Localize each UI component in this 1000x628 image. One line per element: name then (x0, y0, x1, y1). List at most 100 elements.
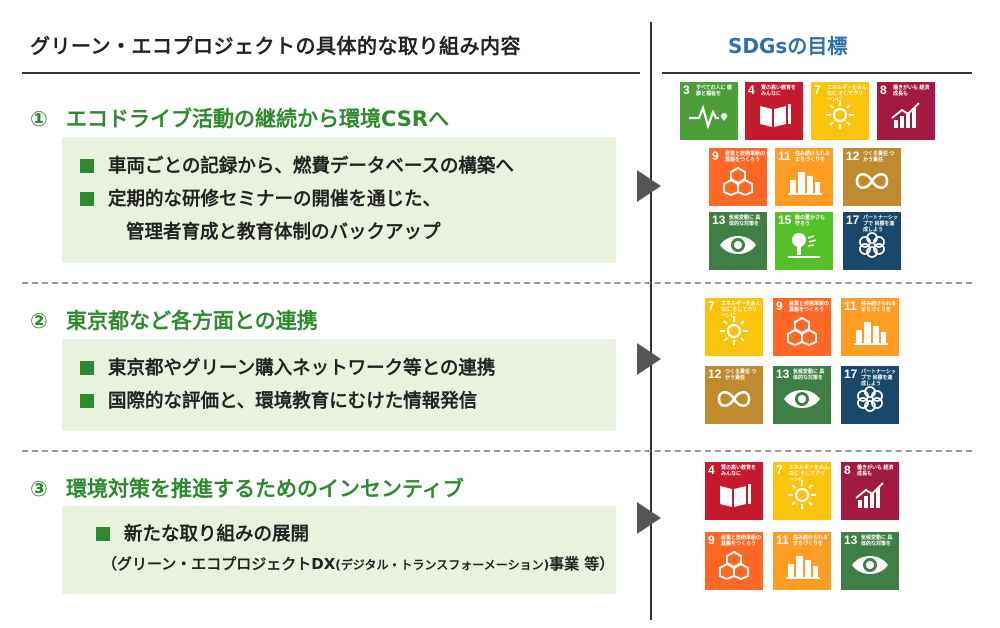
bullet-square-icon (80, 192, 94, 206)
bullet-text: 新たな取り組みの展開 (124, 524, 310, 545)
bullet-square-icon (80, 361, 94, 375)
sdg-goal-label: 気候変動に 具体的な対策を (729, 215, 761, 227)
bullet-text: 東京都やグリーン購入ネットワーク等との連携 (108, 358, 496, 379)
sdg-goal-label: パートナーシップで 目標を達成しよう (861, 369, 896, 387)
sdg-goal-11-tile: 11 住み続けられる まちづくりを (775, 148, 833, 206)
sdg-goal-label: パートナーシップで 目標を達成しよう (863, 215, 898, 233)
section-2-title-text: 東京都など各方面との連携 (66, 309, 318, 333)
sdg-goal-label: エネルギーをみんなに そしてクリーンに (721, 301, 762, 319)
sdg-goal-label: エネルギーをみんなに そしてクリーンに (827, 85, 868, 103)
section-divider (22, 282, 972, 284)
sdg-goal-label: 産業と技術革新の 基盤をつくろう (721, 535, 762, 547)
section-3-box: 新たな取り組みの展開 （グリーン・エコプロジェクトDX(デジタル・トランスフォー… (62, 506, 616, 594)
note-small-text: (デジタル・トランスフォーメーション) (335, 558, 550, 572)
sdg-goal-number: 13 (712, 213, 726, 227)
sdg-goal-number: 12 (846, 149, 860, 163)
section-1-number: ① (30, 107, 48, 131)
section-3-title-text: 環境対策を推進するためのインセンティブ (66, 477, 464, 501)
sdg-goal-number: 15 (778, 213, 792, 227)
sdg-goal-number: 3 (683, 83, 690, 97)
sdg-goal-7-tile: 7 エネルギーをみんなに そしてクリーンに (705, 298, 763, 356)
sdg-goal-number: 13 (844, 533, 858, 547)
sdg-goal-number: 13 (776, 367, 790, 381)
sdg-goal-4-tile: 4 質の高い教育を みんなに (705, 462, 763, 520)
section-2-title: ② 東京都など各方面との連携 (30, 305, 318, 335)
section-3-note: （グリーン・エコプロジェクトDX(デジタル・トランスフォーメーション)事業 等） (102, 553, 614, 574)
bullet-text: 定期的な研修セミナーの開催を通じた、 (108, 189, 442, 210)
section-3-number: ③ (30, 477, 48, 501)
sdg-goal-number: 11 (778, 149, 791, 163)
sdg-goal-9-tile: 9 産業と技術革新の 基盤をつくろう (773, 298, 831, 356)
sdg-goal-label: 産業と技術革新の 基盤をつくろう (789, 301, 830, 313)
sdg-goal-number: 9 (712, 149, 719, 163)
sdg-goal-label: エネルギーをみんなに そしてクリーンに (789, 465, 830, 483)
section-1-bullet-1: 車両ごとの記録から、燃費データベースの構築へ (80, 152, 514, 178)
page-title: グリーン・エコプロジェクトの具体的な取り組み内容 (30, 34, 521, 58)
sdg-goal-label: 気候変動に 具体的な対策を (793, 369, 825, 381)
sdg-goal-7-tile: 7 エネルギーをみんなに そしてクリーンに (811, 82, 869, 140)
sdg-goal-number: 7 (776, 463, 783, 477)
sdg-goal-label: 住み続けられる まちづくりを (795, 151, 831, 163)
sdg-goal-number: 17 (846, 213, 860, 227)
sdg-goal-8-tile: 8 働きがいも 経済成長も (841, 462, 899, 520)
header-divider-left (22, 72, 640, 74)
sdg-goal-label: 質の高い教育を みんなに (721, 465, 757, 477)
sdg-goal-label: 産業と技術革新の 基盤をつくろう (725, 151, 766, 163)
sdg-goal-9-tile: 9 産業と技術革新の 基盤をつくろう (709, 148, 767, 206)
section-3-bullet-1: 新たな取り組みの展開 (96, 520, 309, 546)
sdg-goal-number: 12 (708, 367, 722, 381)
section-divider (22, 450, 972, 452)
sdg-goal-number: 4 (708, 463, 715, 477)
sdg-goal-11-tile: 11 住み続けられる まちづくりを (841, 298, 899, 356)
sdg-goal-7-tile: 7 エネルギーをみんなに そしてクリーンに (773, 462, 831, 520)
sdg-goal-number: 7 (814, 83, 821, 97)
sdg-goal-label: 住み続けられる まちづくりを (793, 535, 829, 547)
arrow-right-icon (637, 343, 661, 375)
bullet-square-icon (96, 527, 110, 541)
sdg-goal-label: つくる責任 つかう責任 (863, 151, 895, 163)
sdg-goal-number: 7 (708, 299, 715, 313)
section-1-title: ① エコドライブ活動の継続から環境CSRへ (30, 103, 449, 133)
section-2-bullet-1: 東京都やグリーン購入ネットワーク等との連携 (80, 354, 495, 380)
section-3-title: ③ 環境対策を推進するためのインセンティブ (30, 473, 464, 503)
section-2-bullet-2: 国際的な評価と、環境教育にむけた情報発信 (80, 387, 477, 413)
sdg-goal-label: 質の高い教育を みんなに (761, 85, 797, 97)
arrow-right-icon (637, 502, 661, 534)
sdg-goal-number: 11 (776, 533, 789, 547)
sdg-goal-number: 9 (776, 299, 783, 313)
sdg-goal-number: 8 (844, 463, 851, 477)
sdg-goal-label: 住み続けられる まちづくりを (861, 301, 897, 313)
sdg-goal-number: 17 (844, 367, 858, 381)
sdg-goal-9-tile: 9 産業と技術革新の 基盤をつくろう (705, 532, 763, 590)
section-1-title-text: エコドライブ活動の継続から環境CSRへ (66, 107, 450, 131)
section-2-number: ② (30, 309, 48, 333)
sdg-goal-number: 11 (844, 299, 857, 313)
sdg-goal-label: つくる責任 つかう責任 (725, 369, 757, 381)
sdgs-heading: SDGsの目標 (728, 34, 848, 58)
sdg-goal-label: すべての人に 健康と福祉を (696, 85, 732, 97)
section-1-box: 車両ごとの記録から、燃費データベースの構築へ 定期的な研修セミナーの開催を通じた… (62, 137, 616, 263)
sdg-goal-11-tile: 11 住み続けられる まちづくりを (773, 532, 831, 590)
section-1-continuation: 管理者育成と教育体制のバックアップ (126, 222, 441, 243)
section-1-bullet-2: 定期的な研修セミナーの開催を通じた、 (80, 185, 441, 211)
bullet-square-icon (80, 159, 94, 173)
arrow-right-icon (637, 170, 661, 202)
sdg-goal-number: 8 (880, 83, 887, 97)
note-text-end: 事業 等） (549, 555, 615, 573)
sdg-goal-number: 9 (708, 533, 715, 547)
sdg-goal-label: 働きがいも 経済成長も (857, 465, 894, 477)
sdg-goal-label: 気候変動に 具体的な対策を (861, 535, 893, 547)
sdg-goal-3-tile: 3 すべての人に 健康と福祉を (680, 82, 738, 140)
section-2-box: 東京都やグリーン購入ネットワーク等との連携 国際的な評価と、環境教育にむけた情報… (62, 339, 616, 431)
header-divider-right (662, 72, 972, 74)
